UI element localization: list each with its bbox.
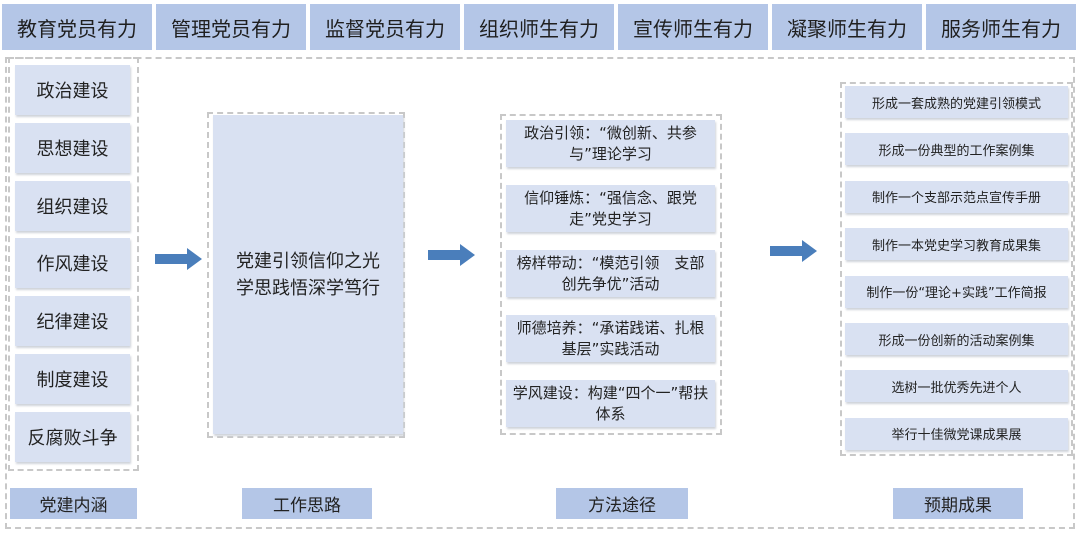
idea-frame	[207, 112, 405, 438]
result-item: 形成一套成熟的党建引领模式	[845, 86, 1068, 118]
result-item: 形成一份典型的工作案例集	[845, 133, 1068, 166]
idea-box: 党建引领信仰之光 学思践悟深学笃行	[213, 115, 403, 434]
connotation-item: 反腐败斗争	[15, 411, 130, 462]
idea-line2: 学思践悟深学笃行	[236, 277, 380, 299]
connotation-item: 作风建设	[15, 238, 130, 289]
label-connotation: 党建内涵	[10, 488, 137, 519]
tab-item: 管理党员有力	[156, 4, 306, 50]
result-item: 举行十佳微党课成果展	[845, 417, 1068, 450]
result-item: 选树一批优秀先进个人	[845, 370, 1068, 403]
connotation-item: 制度建设	[15, 354, 130, 404]
method-item: 师德培养：“承诺践诺、扎根基层”实践活动	[506, 315, 715, 362]
label-idea: 工作思路	[242, 488, 372, 519]
method-item: 榜样带动：“模范引领 支部创先争优”活动	[506, 250, 715, 297]
arrow-right-icon	[155, 248, 202, 270]
method-item: 信仰锤炼：“强信念、跟党走”党史学习	[506, 185, 715, 232]
tab-item: 监督党员有力	[310, 4, 460, 50]
connotation-frame	[8, 57, 139, 471]
connotation-item: 政治建设	[15, 65, 130, 115]
tab-item: 凝聚师生有力	[772, 4, 922, 50]
method-item: 学风建设：构建“四个一”帮扶体系	[506, 380, 715, 427]
tab-item: 宣传师生有力	[618, 4, 768, 50]
outer-frame	[5, 57, 1075, 529]
label-results: 预期成果	[893, 488, 1023, 519]
results-frame	[840, 82, 1073, 456]
label-methods: 方法途径	[556, 488, 688, 519]
connotation-item: 组织建设	[15, 180, 130, 231]
tab-item: 组织师生有力	[464, 4, 614, 50]
result-item: 形成一份创新的活动案例集	[845, 323, 1068, 355]
method-item: 政治引领：“微创新、共参与”理论学习	[506, 120, 715, 167]
result-item: 制作一份“理论+实践”工作简报	[845, 275, 1068, 308]
connotation-item: 思想建设	[15, 122, 130, 173]
tab-item: 教育党员有力	[2, 4, 152, 50]
connotation-item: 纪律建设	[15, 296, 130, 347]
tab-item: 服务师生有力	[926, 4, 1076, 50]
result-item: 制作一本党史学习教育成果集	[845, 228, 1068, 261]
arrow-right-icon	[770, 240, 817, 262]
arrow-right-icon	[428, 244, 475, 266]
methods-frame	[500, 114, 722, 435]
result-item: 制作一个支部示范点宣传手册	[845, 180, 1068, 213]
idea-line1: 党建引领信仰之光	[236, 250, 380, 272]
